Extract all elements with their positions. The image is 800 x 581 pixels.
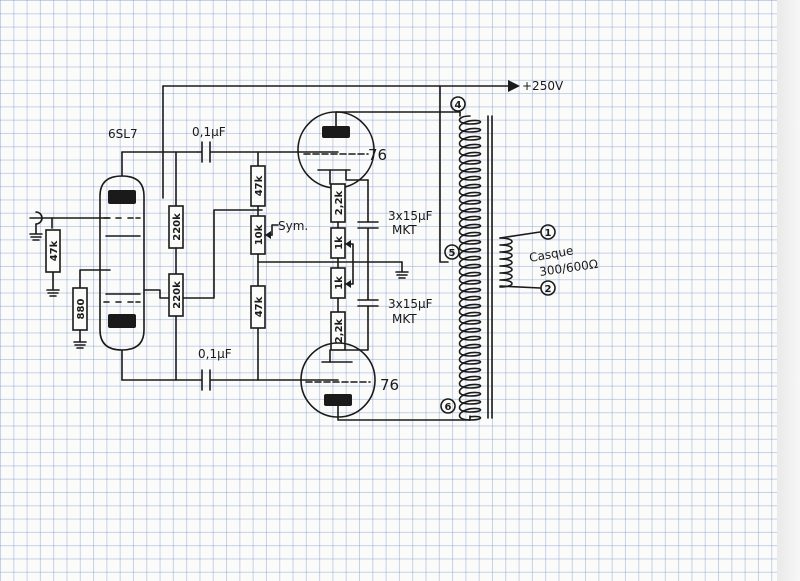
tube-6sl7-label: 6SL7 <box>108 127 138 141</box>
pin-5 <box>444 244 460 260</box>
supply-rail: +250V <box>162 79 564 199</box>
resistor-cathode-bottom-b: 2,2k <box>330 311 346 351</box>
svg-text:10k: 10k <box>254 224 265 245</box>
resistor-cathode-top-b: 1k <box>330 227 354 263</box>
supply-label: +250V <box>522 79 564 93</box>
resistor-balance-pot: 10k Sym. <box>250 215 308 255</box>
svg-text:0,1µF: 0,1µF <box>192 125 226 139</box>
tube-6sl7: 6SL7 <box>99 127 145 381</box>
svg-text:6: 6 <box>445 402 452 413</box>
svg-text:3x15µF: 3x15µF <box>388 209 433 223</box>
output-transformer: 4 5 6 1 2 Casque 300/600Ω <box>439 85 599 421</box>
resistor-divider-top: 47k <box>250 165 266 207</box>
svg-text:2,2k: 2,2k <box>334 190 345 215</box>
resistor-input-grid: 47k <box>45 229 61 297</box>
resistor-plate-load-bottom: 220k <box>168 273 184 317</box>
tube-76-bottom-label: 76 <box>380 376 399 394</box>
svg-text:1k: 1k <box>334 236 345 250</box>
resistor-cathode-bottom-a: 1k <box>330 261 354 299</box>
svg-text:880: 880 <box>76 299 87 320</box>
svg-text:1k: 1k <box>334 276 345 290</box>
svg-text:4: 4 <box>455 100 462 111</box>
svg-text:2: 2 <box>545 284 552 295</box>
input-jack <box>29 211 111 241</box>
resistor-divider-bottom: 47k <box>250 285 266 329</box>
capacitor-bypass-top: 3x15µF MKT <box>357 209 433 263</box>
svg-text:3x15µF: 3x15µF <box>388 297 433 311</box>
pin-4 <box>450 96 466 112</box>
svg-text:2,2k: 2,2k <box>334 318 345 343</box>
page-edge-shadow <box>777 0 800 581</box>
svg-text:MKT: MKT <box>392 223 417 237</box>
resistor-cathode-top-a: 2,2k <box>330 183 346 223</box>
secondary-pin-1 <box>540 224 556 240</box>
svg-text:47k: 47k <box>254 296 265 317</box>
tube-76-bottom: 76 <box>300 342 471 421</box>
svg-text:0,1µF: 0,1µF <box>198 347 232 361</box>
svg-text:MKT: MKT <box>392 312 417 326</box>
tube-76-top: 76 <box>297 111 461 189</box>
capacitor-coupling-bottom: 0,1µF <box>121 347 339 391</box>
svg-text:1: 1 <box>545 228 552 239</box>
svg-text:220k: 220k <box>172 281 183 309</box>
tube-76-top-label: 76 <box>368 146 387 164</box>
svg-text:47k: 47k <box>254 175 265 196</box>
resistor-cathode: 880 <box>72 269 111 349</box>
capacitor-bypass-bottom: 3x15µF MKT <box>345 261 433 351</box>
capacitor-coupling-top: 0,1µF <box>192 125 339 163</box>
svg-text:5: 5 <box>449 248 456 259</box>
secondary-pin-2 <box>540 280 556 296</box>
pin-6 <box>440 398 456 414</box>
svg-text:47k: 47k <box>49 240 60 261</box>
balance-label: Sym. <box>278 219 308 233</box>
svg-text:220k: 220k <box>172 213 183 241</box>
resistor-plate-load-top: 220k <box>168 205 184 249</box>
